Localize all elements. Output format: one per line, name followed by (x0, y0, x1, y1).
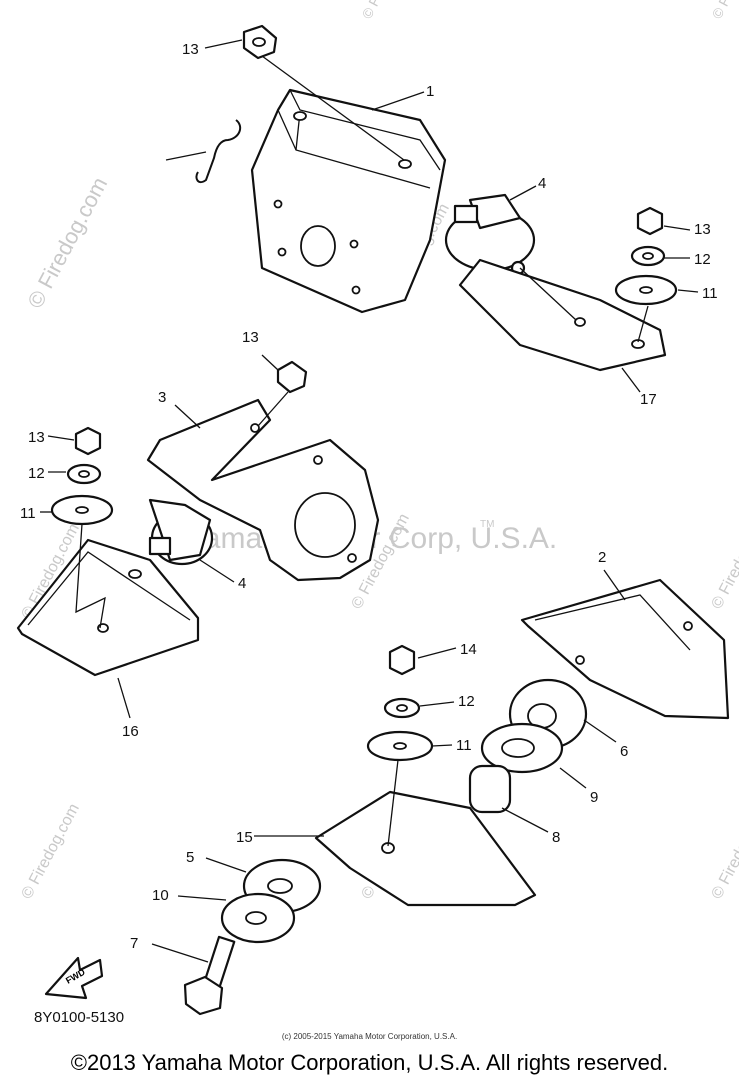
callout-label-13-lower: 14 (460, 641, 477, 658)
callout-label-14: 15 (236, 829, 253, 846)
callout-label-5: 5 (186, 849, 194, 866)
callout-label-12-left: 12 (28, 465, 45, 482)
part-7-bolt (183, 935, 236, 1016)
callout-label-6: 6 (620, 743, 628, 760)
part-16-plate (458, 258, 667, 372)
part-11-washer (366, 730, 434, 762)
callout-label-7: 7 (130, 935, 138, 952)
callout-label-1: 1 (426, 83, 434, 100)
callout-label-13-right: 13 (694, 221, 711, 238)
callout-label-11-lower: 11 (456, 737, 472, 754)
part-12-lock-washer (383, 697, 421, 719)
part-13-nut (242, 24, 278, 60)
callout-label-13-top: 13 (182, 41, 199, 58)
watermark-firedog: © Firedog.com (709, 801, 739, 902)
part-2-bracket (520, 578, 730, 720)
part-17-clip (195, 119, 242, 184)
callout-label-11-left: 11 (20, 505, 36, 522)
part-13-nut (74, 426, 102, 456)
callout-label-12-lower: 12 (458, 693, 475, 710)
callout-label-13-left: 13 (28, 429, 45, 446)
watermark-firedog: © Firedog.com (19, 801, 83, 902)
watermark-firedog: © Firedog.com (22, 173, 112, 312)
parts-diagram: © Firedog.com © Firedog.com © Firedog.co… (16, 0, 739, 1026)
callout-label-4-mid: 4 (238, 575, 246, 592)
callout-label-2: 2 (598, 549, 606, 566)
callout-label-4-top: 4 (538, 175, 546, 192)
part-number: 8Y0100-5130 (34, 1009, 124, 1026)
part-4-damper-top (444, 193, 536, 276)
callout-labels: 1 2 3 4 4 5 6 7 8 9 10 11 11 11 12 12 12… (20, 41, 718, 952)
leader-lines (40, 39, 699, 963)
callout-label-13-mid: 13 (242, 329, 259, 346)
watermark-firedog: © Firedog.com (359, 0, 416, 21)
callout-label-10: 10 (152, 887, 169, 904)
part-15-bracket (16, 538, 200, 677)
part-12-lock-washer (630, 245, 666, 267)
watermark-tm: TM (480, 519, 494, 530)
fwd-arrow-icon: FWD (44, 956, 104, 1000)
callout-label-15: 16 (122, 723, 139, 740)
part-8-collar (468, 764, 512, 814)
part-11-washer (614, 274, 678, 306)
part-10-washer (220, 892, 296, 944)
callout-label-16: 17 (640, 391, 657, 408)
part-9-washer (480, 722, 564, 774)
fine-copyright: (c) 2005-2015 Yamaha Motor Corporation, … (281, 1032, 458, 1041)
watermark-firedog: © Firedog.com (709, 511, 739, 612)
part-3-bracket (146, 398, 380, 582)
part-13-nut (636, 206, 664, 236)
footer-copyright: ©2013 Yamaha Motor Corporation, U.S.A. A… (70, 1050, 669, 1075)
callout-label-3: 3 (158, 389, 166, 406)
callout-label-12-right: 12 (694, 251, 711, 268)
callout-label-8: 8 (552, 829, 560, 846)
assembly-lines (75, 55, 649, 847)
callout-label-11-right: 11 (702, 285, 718, 302)
part-4-damper-mid (148, 498, 214, 566)
part-13-nut (388, 644, 416, 676)
part-11-washer (50, 494, 114, 526)
part-1-bracket (250, 88, 447, 314)
watermark-firedog: © Firedog.com (709, 0, 739, 21)
callout-label-9: 9 (590, 789, 598, 806)
part-12-lock-washer (66, 463, 102, 485)
part-13-nut (276, 360, 308, 394)
